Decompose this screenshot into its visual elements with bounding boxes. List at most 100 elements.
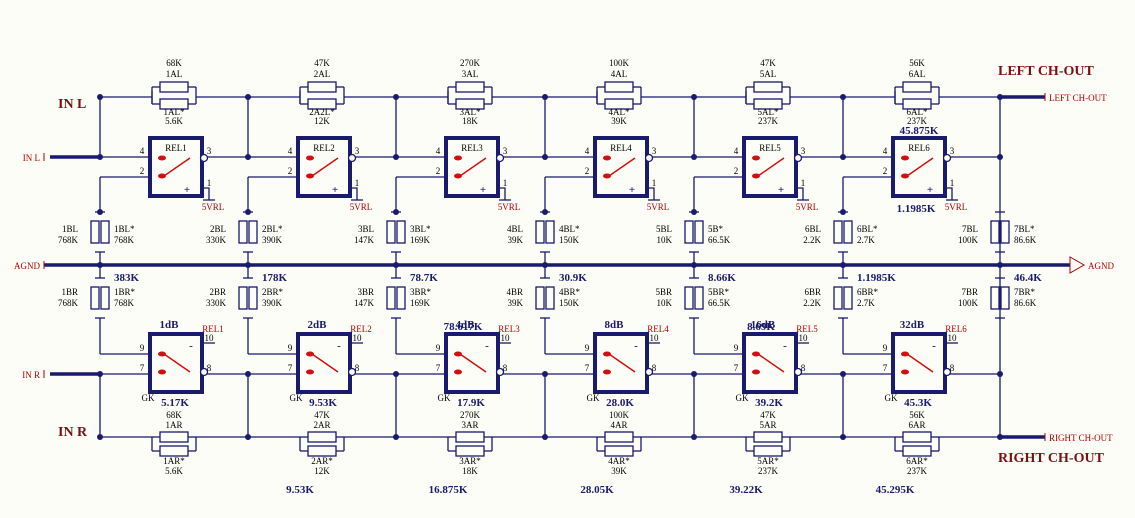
relay-contact [306,369,314,375]
relay-left-3 [444,136,505,198]
resistor-value: 100K [609,410,630,420]
relay-name: REL2 [350,324,372,334]
relay-contact [603,369,611,375]
relay-blade [163,353,191,373]
shunt-value: 2.2K [803,235,821,245]
resistor-name: 2A2L* [309,107,335,117]
relay-contact [306,173,314,179]
junction-dot [997,371,1003,377]
relay-gk-value: 45.3K [904,397,932,409]
resistor-value: 39K [611,116,627,126]
relay-contact [901,369,909,375]
pin-label: 1 [207,178,212,188]
resistor-bottom-3 [455,431,485,443]
relay-name: REL2 [313,143,335,153]
pin-label: 2 [436,166,441,176]
shunt-r-star-5 [694,286,704,310]
resistor-name: 4AR* [608,456,630,466]
relay-gk: GK [587,393,600,403]
relay-name: REL1 [165,143,187,153]
shunt-7r-star [1000,286,1010,310]
shunt-name: 4BR [506,287,523,297]
resistor-bottom-star-2 [307,445,337,457]
bottom-total: 9.53K [286,484,314,496]
resistor-value: 68K [166,410,182,420]
resistor-value: 39K [611,466,627,476]
shunt-value: 2.7K [857,298,875,308]
relay-ground: 5VRL [945,202,968,212]
relay-contact [158,351,166,357]
relay-contact [454,369,462,375]
relay-name: REL3 [498,324,520,334]
mid-value: 45.875K [900,125,939,137]
relay-name: REL4 [610,143,632,153]
shunt-l-star-2 [248,220,258,244]
resistor-top-1 [159,81,189,93]
shunt-7l [990,220,1000,244]
shunt-name: 2BR* [262,287,284,297]
junction-dot [245,371,251,377]
pin-label: 3 [652,146,657,156]
pin-label: 8 [355,363,360,373]
shunt-name: 1BR* [114,287,136,297]
relay-common-pin [644,153,654,163]
shunt-name: 1BR [61,287,78,297]
junction-dot [393,371,399,377]
shunt-l-3 [386,220,396,244]
junction-dot [542,209,548,215]
junction-dot [97,154,103,160]
relay-plus: + [332,184,338,196]
resistor-value: 12K [314,116,330,126]
relay-db: 32dB [900,319,925,331]
shunt-value: 147K [354,298,375,308]
junction-dot [245,94,251,100]
shunt-l-6 [833,220,843,244]
shunt-l-star-4 [545,220,555,244]
bottom-total: 28.05K [580,484,614,496]
junction-dot [393,209,399,215]
in-l-port-label: IN L [23,153,40,163]
bottom-total: 45.295K [876,484,915,496]
junction-dot [393,262,399,268]
relay-left-2 [296,136,357,198]
resistor-value: 237K [758,116,779,126]
shunt-name: 5BR [655,287,672,297]
pin-label: 7 [436,363,441,373]
shunt-value: 147K [354,235,375,245]
relay-minus: - [783,340,787,352]
relay-ground: 5VRL [796,202,819,212]
resistor-name: 5AR* [757,456,779,466]
shunt-r-star-3 [396,286,406,310]
relay-right-6 [891,332,952,394]
relay-gk-value: 39.2K [755,397,783,409]
relay-right-3 [444,332,505,394]
mid-value: 78.617K [444,321,483,333]
junction-dot [691,154,697,160]
relay-ground: 5VRL [350,202,373,212]
junction-dot [542,371,548,377]
resistor-top-star-5 [753,98,783,110]
shunt-value: 330K [206,298,227,308]
junction-dot [542,262,548,268]
relay-common-pin [495,153,505,163]
shunt-value: 330K [206,235,227,245]
pin-label: 3 [207,146,212,156]
shunt-r-5 [684,286,694,310]
relay-body [444,332,500,394]
resistor-name: 6AR [908,420,925,430]
relay-contact [454,173,462,179]
wire [842,374,895,438]
relay-db: 16dB [751,319,776,331]
shunt-value: 39K [508,235,524,245]
relay-contact [901,173,909,179]
relay-db: 2dB [308,319,328,331]
resistor-name: 6AL [909,69,926,79]
junction-dot [97,262,103,268]
shunt-parallel-value: 30.9K [559,272,587,284]
relay-plus: + [778,184,784,196]
junction-dot [691,262,697,268]
shunt-name: 3BL* [410,224,431,234]
wire [693,374,746,438]
shunt-name: 6BL [805,224,821,234]
